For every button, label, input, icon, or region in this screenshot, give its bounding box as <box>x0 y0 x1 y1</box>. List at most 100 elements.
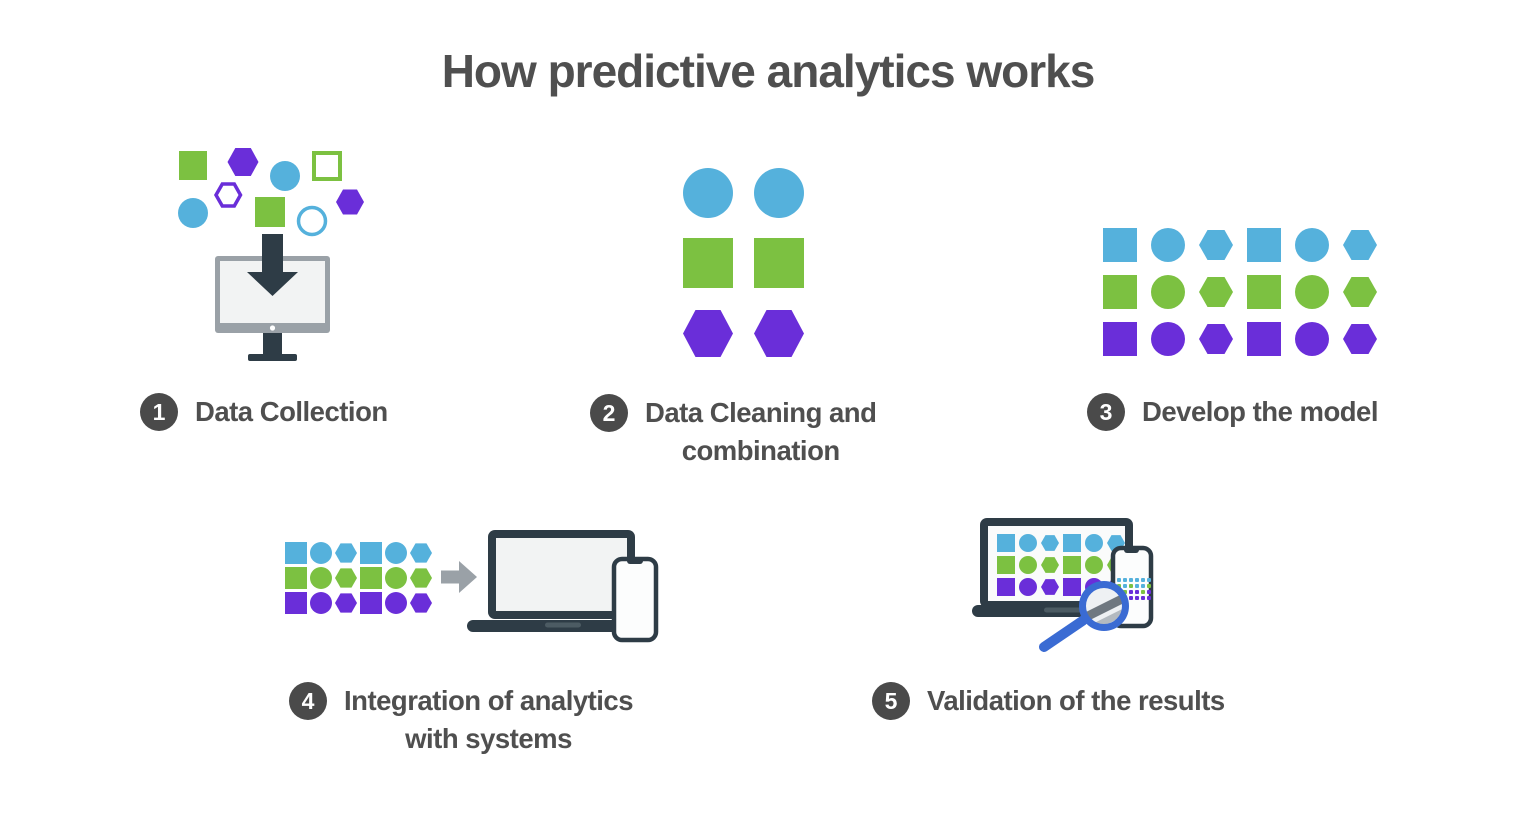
step-3-title: Develop the model <box>1142 396 1379 427</box>
purple-dot <box>1141 596 1145 600</box>
data-collection-icon <box>178 148 364 361</box>
magnifier-icon <box>1039 581 1129 652</box>
purple-hexagon <box>754 310 804 357</box>
blue-circle <box>1019 534 1037 552</box>
blue-hexagon <box>1199 228 1233 262</box>
purple-hexagon <box>1343 322 1377 356</box>
green-dot <box>1123 590 1127 594</box>
purple-dot <box>1135 590 1139 594</box>
magnifier-ring <box>1079 581 1129 631</box>
green-circle <box>1019 556 1037 574</box>
model-shape-grid <box>1103 228 1377 356</box>
purple-hexagon <box>683 310 733 357</box>
laptop-icon <box>467 530 650 632</box>
green-square <box>255 197 285 227</box>
step-1-title: Data Collection <box>195 396 388 427</box>
green-square <box>1103 275 1137 309</box>
green-circle <box>385 567 407 589</box>
purple-square <box>360 592 382 614</box>
blue-dot <box>1117 578 1121 582</box>
purple-circle <box>310 592 332 614</box>
purple-square <box>997 578 1015 596</box>
green-dot <box>1129 584 1133 588</box>
purple-circle <box>1019 578 1037 596</box>
purple-square <box>1247 322 1281 356</box>
green-square <box>754 238 804 288</box>
step-4-label: 4 Integration of analytics with systems <box>289 682 634 758</box>
green-square <box>179 151 207 180</box>
purple-hexagon <box>335 592 357 614</box>
integration-devices-icon <box>441 530 659 643</box>
green-hexagon <box>335 567 357 589</box>
purple-dot <box>1147 590 1151 594</box>
purple-dot <box>1135 596 1139 600</box>
blue-circle-outline <box>296 205 328 237</box>
blue-dot <box>1123 584 1127 588</box>
blue-hexagon <box>410 542 432 564</box>
blue-dot <box>1135 584 1139 588</box>
step-2-number-badge: 2 <box>590 394 628 432</box>
purple-circle <box>1295 322 1329 356</box>
step-1-label: 1 Data Collection <box>140 393 388 431</box>
blue-hexagon <box>1343 228 1377 262</box>
step-3-number-badge: 3 <box>1087 393 1125 431</box>
green-circle <box>310 567 332 589</box>
purple-dot <box>1129 590 1133 594</box>
step-2-label: 2 Data Cleaning and combination <box>590 394 877 470</box>
green-square <box>285 567 307 589</box>
step-3-label: 3 Develop the model <box>1087 393 1379 431</box>
green-square <box>1247 275 1281 309</box>
blue-dot <box>1141 584 1145 588</box>
green-square <box>360 567 382 589</box>
step-4-number-badge: 4 <box>289 682 327 720</box>
purple-dot <box>1147 596 1151 600</box>
green-square <box>683 238 733 288</box>
integration-shape-grid <box>285 542 432 614</box>
blue-circle <box>754 168 804 218</box>
green-circle <box>1085 556 1103 574</box>
blue-dot <box>1147 578 1151 582</box>
blue-circle <box>310 542 332 564</box>
blue-circle <box>178 198 208 228</box>
blue-hexagon <box>335 542 357 564</box>
blue-dot <box>1129 578 1133 582</box>
step-5-title: Validation of the results <box>927 685 1225 716</box>
validation-phone-dots-grid <box>1117 578 1151 600</box>
blue-square <box>285 542 307 564</box>
step-4-title: Integration of analytics with systems <box>344 685 634 754</box>
green-circle <box>1151 275 1185 309</box>
purple-hexagon <box>227 148 259 176</box>
blue-circle <box>1295 228 1329 262</box>
green-square <box>1063 556 1081 574</box>
step-2-title: Data Cleaning and combination <box>645 397 877 466</box>
green-hexagon <box>410 567 432 589</box>
blue-square <box>997 534 1015 552</box>
blue-square <box>1063 534 1081 552</box>
purple-square <box>285 592 307 614</box>
purple-hexagon <box>410 592 432 614</box>
page-title: How predictive analytics works <box>441 45 1096 97</box>
phone-icon <box>611 556 659 643</box>
step-5-label: 5 Validation of the results <box>872 682 1225 720</box>
blue-circle <box>1085 534 1103 552</box>
blue-circle <box>1151 228 1185 262</box>
green-dot <box>1141 590 1145 594</box>
green-dot <box>1147 584 1151 588</box>
blue-hexagon <box>1041 534 1059 552</box>
blue-circle <box>270 161 300 191</box>
magnifier-handle <box>1039 615 1088 652</box>
step-1-number-badge: 1 <box>140 393 178 431</box>
green-square-outline <box>312 151 342 181</box>
download-arrow-icon <box>247 234 298 296</box>
purple-circle <box>1151 322 1185 356</box>
blue-dot <box>1141 578 1145 582</box>
blue-circle <box>385 542 407 564</box>
purple-hexagon <box>1041 578 1059 596</box>
blue-square <box>1247 228 1281 262</box>
purple-hexagon <box>336 189 364 215</box>
purple-square <box>1063 578 1081 596</box>
blue-square <box>360 542 382 564</box>
blue-square <box>1103 228 1137 262</box>
purple-circle <box>385 592 407 614</box>
